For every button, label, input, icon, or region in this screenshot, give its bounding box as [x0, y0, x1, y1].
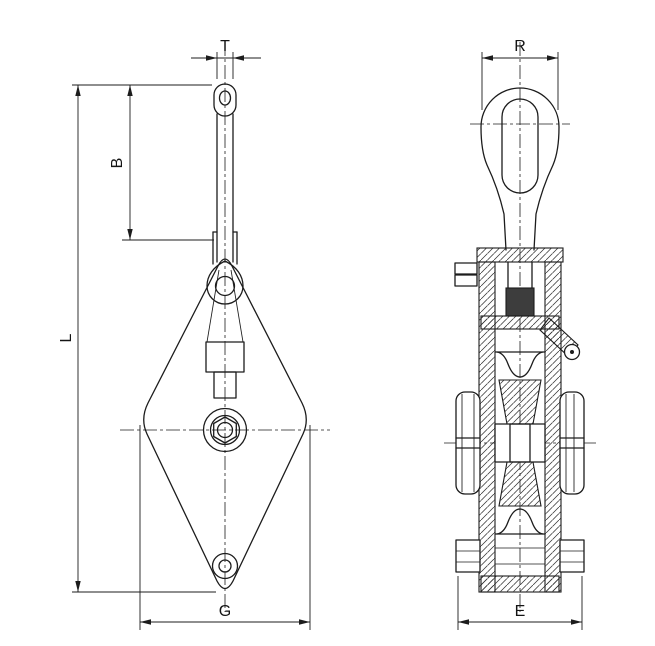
- left-hex-nut: [455, 539, 481, 573]
- side-sheave-section: [494, 351, 546, 535]
- arrowhead: [547, 55, 558, 61]
- dim-label-e: E: [515, 603, 526, 620]
- front-view: T B L G: [58, 38, 330, 630]
- sheave-web-lower: [498, 461, 542, 507]
- axle-hex-nut: [213, 416, 237, 444]
- side-plates: [478, 261, 581, 593]
- sheave-web-upper: [498, 379, 542, 425]
- axle-center-hole: [216, 421, 234, 439]
- arrowhead: [127, 85, 133, 96]
- bottom-spacer-plate: [480, 575, 560, 593]
- dimension-g: G: [139, 425, 311, 630]
- dimension-t: T: [191, 38, 261, 79]
- right-hex-nut: [559, 539, 585, 573]
- arrowhead: [299, 619, 310, 625]
- side-bottom-bolt: [455, 539, 585, 593]
- dim-label-t: T: [220, 38, 230, 55]
- dimension-r: R: [481, 38, 559, 110]
- front-sheave-hub: [202, 407, 248, 453]
- eye-outline: [213, 83, 237, 117]
- arrowhead: [571, 619, 582, 625]
- dim-label-r: R: [514, 38, 526, 55]
- becket-slot-lower: [213, 371, 237, 399]
- bottom-pin-hole: [218, 559, 232, 573]
- front-bottom-pin: [211, 552, 239, 580]
- latch-pivot-center: [570, 350, 574, 354]
- front-body: [143, 258, 307, 590]
- arrowhead: [75, 581, 81, 592]
- side-swivel: [454, 247, 564, 330]
- side-view: R E: [444, 38, 598, 630]
- bottom-pin-outer: [211, 552, 239, 580]
- swivel-nut-block: [505, 287, 535, 317]
- dim-label-g: G: [219, 603, 231, 620]
- swivel-bolt-head: [454, 262, 478, 275]
- hub-washer-circle: [209, 414, 241, 446]
- eye-hole: [218, 90, 232, 106]
- left-side-plate: [478, 261, 496, 593]
- side-eye: [480, 87, 560, 251]
- dimension-b: B: [72, 84, 214, 241]
- sheave-groove-top: [496, 351, 544, 378]
- dim-label-b: B: [109, 158, 126, 169]
- top-pin-hole: [214, 275, 236, 297]
- arrowhead: [75, 85, 81, 96]
- arrowhead: [233, 55, 244, 61]
- right-side-plate: [544, 261, 562, 593]
- top-pin-teardrop: [206, 260, 244, 305]
- eye-slot-hole: [501, 98, 539, 194]
- arrowhead: [206, 55, 217, 61]
- swivel-bolt-nut: [454, 274, 478, 287]
- arrowhead: [140, 619, 151, 625]
- dim-label-l: L: [58, 333, 75, 342]
- dimension-l: L: [58, 85, 216, 593]
- body-plate-outline: [143, 258, 307, 590]
- arrowhead: [458, 619, 469, 625]
- sheave-groove-bottom: [496, 508, 544, 535]
- axle-block: [494, 423, 546, 463]
- hub-outer-circle: [202, 407, 248, 453]
- side-sheave-flanges: [455, 391, 585, 495]
- arrowhead: [482, 55, 493, 61]
- front-top-eye: [213, 83, 237, 117]
- dimension-e: E: [457, 576, 583, 630]
- eye-ring-outline: [480, 87, 560, 251]
- front-shank: [212, 113, 238, 265]
- arrowhead: [127, 229, 133, 240]
- swivel-top-plate: [476, 247, 564, 263]
- right-flange: [559, 391, 585, 495]
- left-flange: [455, 391, 481, 495]
